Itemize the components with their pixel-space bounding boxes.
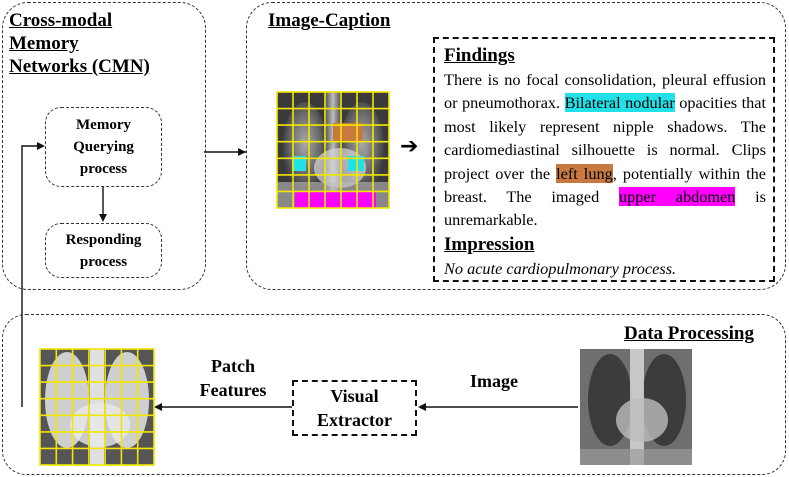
- caption-content: Findings There is no focal consolidation…: [444, 44, 766, 280]
- arrowhead-icon: [238, 148, 246, 156]
- visual-extractor-box: Visual Extractor: [292, 380, 417, 436]
- image-caption-panel: [246, 2, 786, 290]
- memory-querying-process: Memory Querying process: [45, 107, 162, 187]
- highlighted-phrase: left lung: [556, 163, 613, 183]
- patch-nodular-left: [292, 156, 306, 171]
- data-processing-title: Data Processing: [624, 323, 754, 344]
- findings-text: There is no focal consolidation, pleural…: [444, 68, 766, 232]
- caption-box: [433, 37, 775, 282]
- connector-patch-loop: [21, 145, 40, 407]
- findings-segment: opacities that most likely represent nip…: [444, 93, 767, 183]
- impression-text: No acute cardiopulmonary process.: [444, 258, 677, 278]
- arrowhead-icon: [99, 214, 107, 222]
- data-processing-panel: [2, 314, 786, 475]
- raw-xray-image: [580, 349, 692, 465]
- cmn-panel: [2, 2, 206, 290]
- findings-segment: is unremarkable.: [444, 187, 766, 230]
- patch-features-image: [39, 348, 155, 466]
- arrowheads: [37, 142, 426, 411]
- findings-segment: There is no focal consolidation, pleural…: [444, 70, 766, 113]
- image-label: Image: [470, 371, 518, 391]
- connectors: [21, 145, 578, 408]
- findings-segment: , potentially within the breast. The ima…: [444, 163, 767, 207]
- responding-process: Responding process: [45, 223, 162, 278]
- xray-grid-image: [276, 91, 390, 209]
- highlighted-phrase: upper abdomen: [618, 187, 736, 207]
- arrowhead-icon: [418, 403, 426, 411]
- impression-title: Impression: [444, 233, 535, 255]
- cmn-title: Cross-modal Memory Networks (CMN): [9, 10, 150, 77]
- patch-features-label: Patch Features: [199, 356, 267, 400]
- image-caption-title: Image-Caption: [268, 10, 391, 31]
- arrowhead-icon: [37, 142, 45, 150]
- patch-upper-abdomen: [295, 192, 376, 208]
- findings-title: Findings: [444, 45, 515, 66]
- patch-nodular-right: [348, 156, 364, 171]
- arrowhead-icon: [154, 403, 162, 411]
- right-arrow-icon: ➔: [400, 134, 419, 159]
- highlighted-phrase: Bilateral nodular: [564, 93, 675, 113]
